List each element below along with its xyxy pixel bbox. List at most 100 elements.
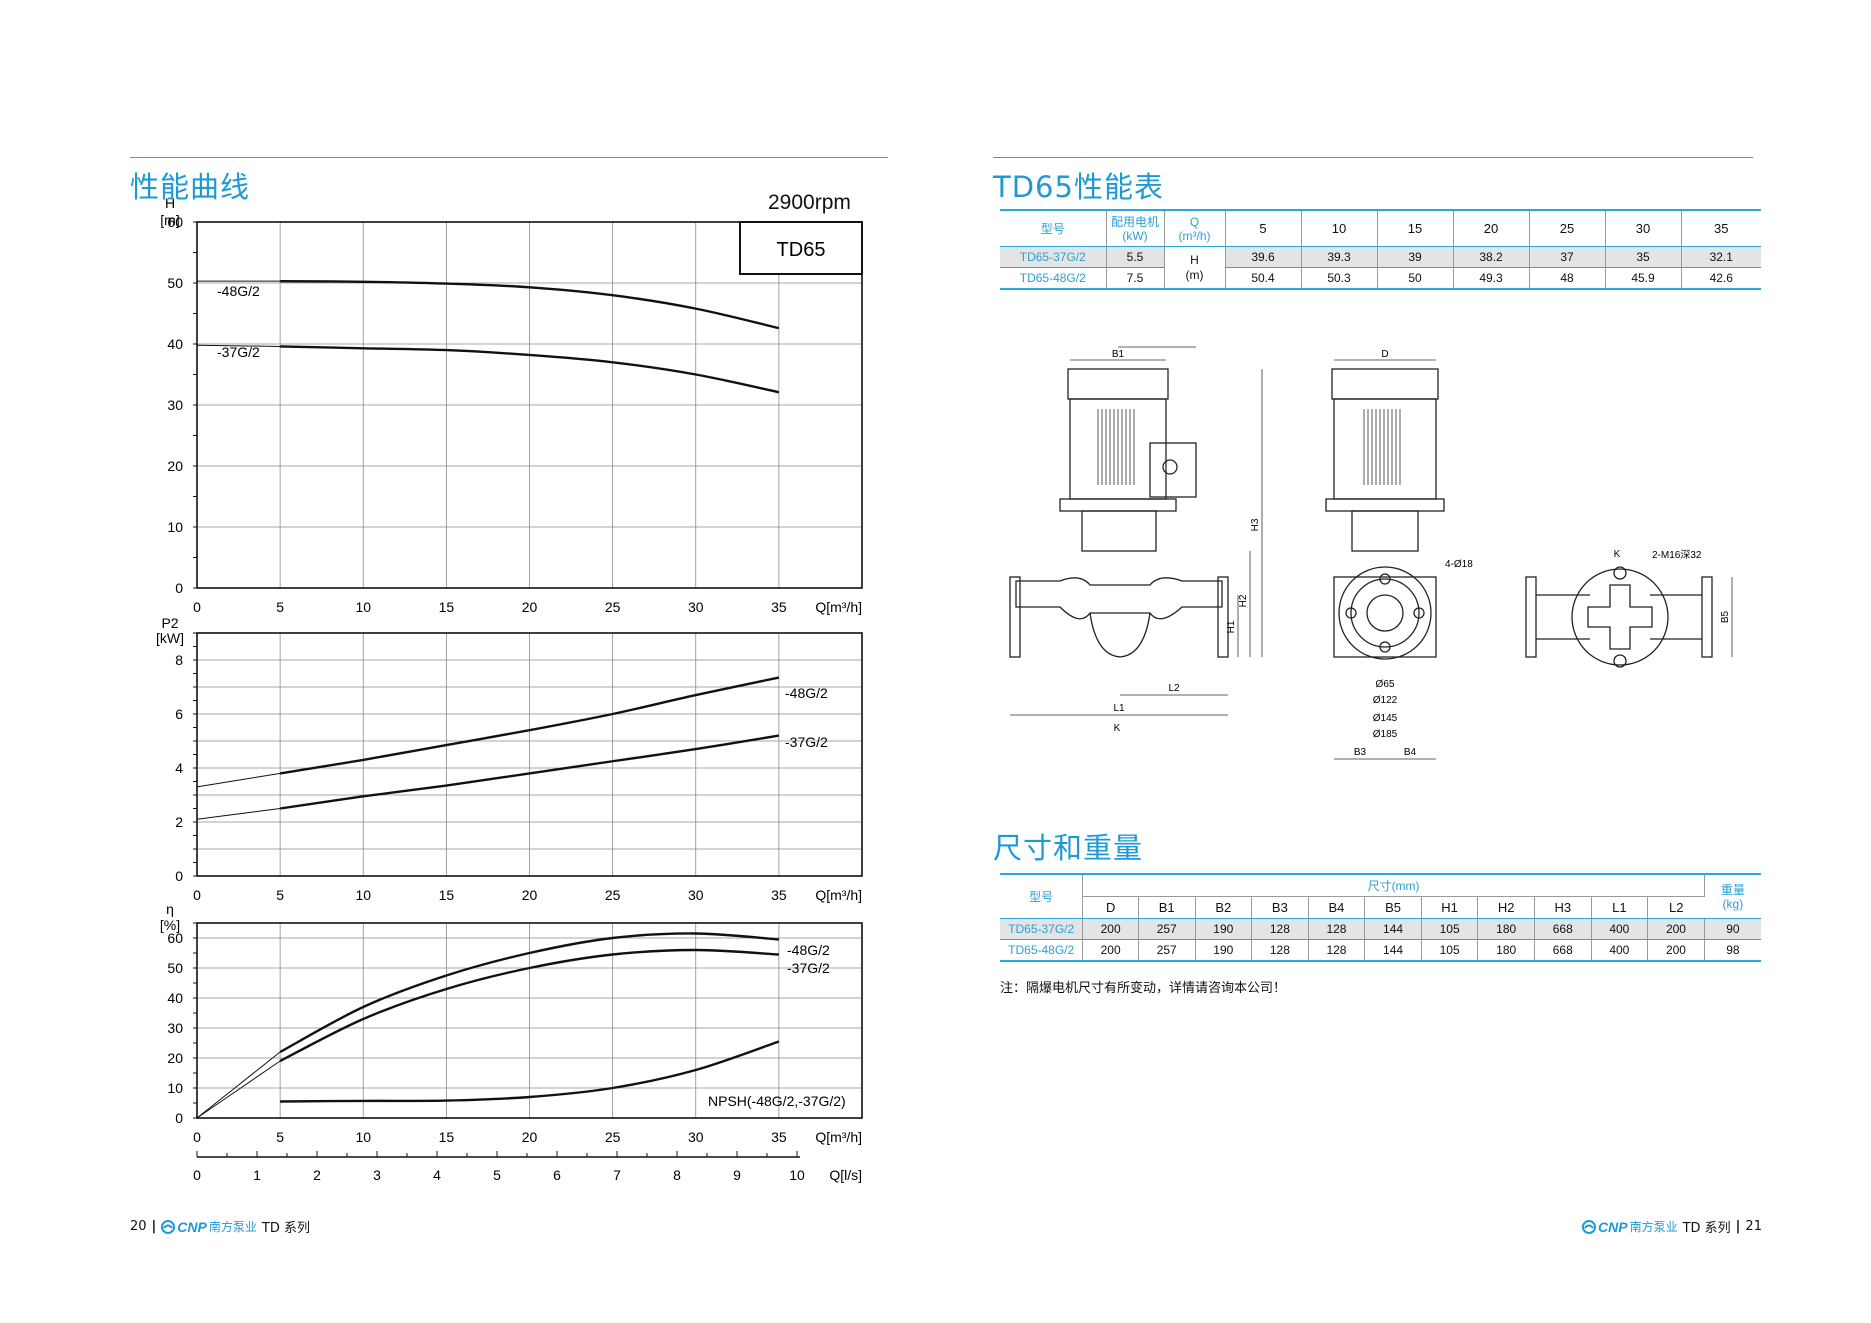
x-tick-label: 0 xyxy=(193,1129,201,1145)
side-fan-cover xyxy=(1331,368,1439,400)
dims-value-cell: 400 xyxy=(1591,939,1649,961)
dim-label-h3: H3 xyxy=(1250,518,1261,531)
footer-right: CNP 南方泵业 TD 系列 | 21 xyxy=(1582,1217,1762,1236)
y-axis-label: η xyxy=(166,901,174,917)
dims-value-cell: 200 xyxy=(1082,939,1139,961)
dim-label-d185: Ø185 xyxy=(1373,729,1398,740)
x-tick-label: 20 xyxy=(522,1129,538,1145)
left-top-rule xyxy=(130,157,888,158)
flange-outer xyxy=(1338,566,1432,660)
inlet-flange xyxy=(1009,576,1021,658)
perf-model-cell: TD65-48G/2 xyxy=(1000,267,1107,289)
dims-value-cell: 190 xyxy=(1195,939,1253,961)
secondary-x-tick-label: 9 xyxy=(733,1167,741,1183)
x-tick-label: 35 xyxy=(771,887,787,903)
wave-logo-icon xyxy=(1582,1219,1596,1234)
x-tick-label: 15 xyxy=(439,1129,455,1145)
brand-name: 南方泵业 xyxy=(208,1220,257,1234)
rpm-label: 2900rpm xyxy=(768,191,851,214)
pump-dimension-drawing: L1L2KB1B2H3H2H1D4-Ø18Ø65Ø122Ø145Ø185B3B4… xyxy=(1009,345,1733,760)
x-tick-label: 0 xyxy=(193,887,201,903)
volute-bottom xyxy=(1089,612,1151,658)
y-tick-label: 30 xyxy=(167,397,183,413)
x-axis-label: Q[m³/h] xyxy=(815,887,862,903)
dims-value-cell: 200 xyxy=(1082,918,1139,940)
page-number-right: 21 xyxy=(1745,1219,1762,1234)
perf-value-cell: 39.6 xyxy=(1225,246,1302,268)
secondary-x-tick-label: 8 xyxy=(673,1167,681,1183)
footer-divider: | xyxy=(1735,1219,1741,1234)
series-line-extrap xyxy=(196,772,281,788)
model-box: TD65 xyxy=(739,221,863,275)
footer-left: 20 | CNP 南方泵业 TD 系列 xyxy=(130,1217,310,1237)
section-title-curves: 性能曲线 xyxy=(130,170,251,204)
series-line xyxy=(280,279,780,330)
x-tick-label: 25 xyxy=(605,1129,621,1145)
series-label: -37G/2 xyxy=(217,344,260,360)
footnote: 注：隔爆电机尺寸有所变动，详情请咨询本公司！ xyxy=(1000,981,1287,996)
y-tick-label: 40 xyxy=(167,990,183,1006)
side-casing xyxy=(1333,576,1437,658)
flange-bolt-circle xyxy=(1350,578,1420,648)
y-tick-label: 60 xyxy=(167,214,183,230)
dims-value-cell: 180 xyxy=(1477,939,1535,961)
brand-mark: CNP xyxy=(177,1218,207,1235)
top-view xyxy=(1525,566,1733,668)
y-tick-label: 50 xyxy=(167,960,183,976)
perf-value-cell: 45.9 xyxy=(1605,267,1682,289)
perf-value-cell: 35 xyxy=(1605,246,1682,268)
x-tick-label: 5 xyxy=(276,887,284,903)
secondary-x-tick-label: 3 xyxy=(373,1167,381,1183)
series-line xyxy=(279,932,779,1054)
perf-model-cell: TD65-37G/2 xyxy=(1000,246,1107,268)
perf-header-cell: 25 xyxy=(1529,210,1606,247)
series-line-extrap xyxy=(196,344,281,347)
y-tick-label: 10 xyxy=(167,519,183,535)
perf-value-cell: 50.4 xyxy=(1225,267,1302,289)
dim-label-l2: L2 xyxy=(1168,683,1180,694)
dim-label-b2: B2 xyxy=(1150,345,1163,348)
x-tick-label: 30 xyxy=(688,887,704,903)
y-axis-label: H xyxy=(165,195,175,211)
secondary-x-axis-label: Q[l/s] xyxy=(829,1167,862,1183)
perf-value-cell: 32.1 xyxy=(1681,246,1761,268)
top-pipes xyxy=(1536,594,1702,640)
y-tick-label: 50 xyxy=(167,275,183,291)
dims-value-cell: 257 xyxy=(1138,918,1196,940)
dim-label-d122: Ø122 xyxy=(1373,695,1398,706)
series-line-extrap xyxy=(196,1051,281,1119)
plot-frame xyxy=(196,922,863,1119)
y-tick-label: 4 xyxy=(175,760,183,776)
dim-label-b3: B3 xyxy=(1354,747,1367,758)
x-tick-label: 10 xyxy=(355,1129,371,1145)
dims-value-cell: 128 xyxy=(1251,939,1309,961)
dims-value-cell: 190 xyxy=(1195,918,1253,940)
dims-column-header: L1 xyxy=(1591,896,1649,919)
flange-bore xyxy=(1366,594,1404,632)
dim-label-k-top: K xyxy=(1614,549,1621,560)
secondary-x-tick-label: 5 xyxy=(493,1167,501,1183)
series-label: -37G/2 xyxy=(785,734,828,750)
dim-label-l1: L1 xyxy=(1113,703,1125,714)
dims-size-header: 尺寸(mm) xyxy=(1082,874,1705,897)
x-tick-label: 30 xyxy=(688,599,704,615)
x-tick-label: 15 xyxy=(439,887,455,903)
dim-label-holes: 4-Ø18 xyxy=(1445,559,1473,570)
perf-header-cell: 配用电机(kW) xyxy=(1106,210,1165,247)
perf-value-cell: 37 xyxy=(1529,246,1606,268)
bolt-hole xyxy=(1345,607,1357,619)
series-line xyxy=(279,948,779,1063)
dims-value-cell: 144 xyxy=(1364,939,1422,961)
bolt-hole xyxy=(1379,573,1391,585)
perf-value-cell: 50 xyxy=(1377,267,1454,289)
x-tick-label: 25 xyxy=(605,887,621,903)
perf-value-cell: 39.3 xyxy=(1301,246,1378,268)
dims-model-cell: TD65-48G/2 xyxy=(1000,939,1084,961)
dims-column-header: B3 xyxy=(1251,896,1309,919)
dims-value-cell: 668 xyxy=(1534,918,1592,940)
pump-bracket xyxy=(1081,510,1157,552)
dims-value-cell: 668 xyxy=(1534,939,1592,961)
outlet-flange xyxy=(1217,576,1229,658)
top-inlet-flange xyxy=(1525,576,1537,658)
